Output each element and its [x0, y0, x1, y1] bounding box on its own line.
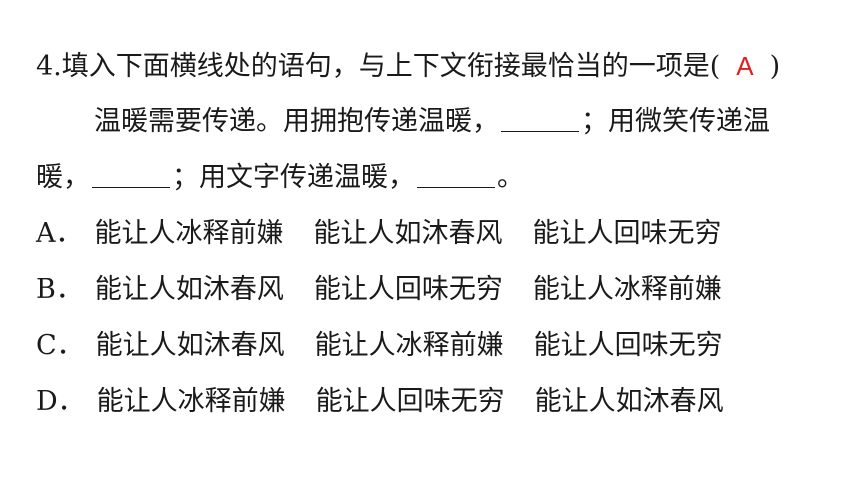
- passage-text: 温暖需要传递。用拥抱传递温暖，: [94, 106, 499, 137]
- question-stem: 4.填入下面横线处的语句，与上下文衔接最恰当的一项是( A): [36, 48, 780, 85]
- passage-text: ；用文字传递温暖，: [172, 162, 415, 193]
- option-letter: D．: [36, 386, 85, 417]
- option-choice: 能让人如沐春风: [313, 218, 503, 249]
- option-choice: 能让人如沐春风: [95, 330, 285, 361]
- option-letter: C．: [36, 330, 84, 361]
- close-paren: ): [769, 51, 781, 82]
- question-prompt: 4.填入下面横线处的语句，与上下文衔接最恰当的一项是(: [36, 51, 721, 82]
- option-letter: B．: [36, 274, 83, 305]
- option-choice: 能让人如沐春风: [534, 386, 724, 417]
- blank-line: [501, 107, 579, 132]
- passage-text: 。: [497, 162, 524, 193]
- passage-line-1: 温暖需要传递。用拥抱传递温暖， ；用微笑传递温: [94, 104, 770, 140]
- option-choice: 能让人回味无穷: [315, 386, 505, 417]
- option-choice: 能让人冰释前嫌: [532, 274, 722, 305]
- option-a: A． 能让人冰释前嫌能让人如沐春风能让人回味无穷: [36, 216, 722, 252]
- option-b: B． 能让人如沐春风能让人回味无穷能让人冰释前嫌: [36, 272, 722, 308]
- blank-line: [92, 163, 170, 188]
- option-choice: 能让人回味无穷: [532, 218, 722, 249]
- passage-text: 暖，: [36, 162, 90, 193]
- blank-line: [417, 163, 495, 188]
- option-choice: 能让人冰释前嫌: [96, 386, 286, 417]
- answer-mark: A: [736, 51, 754, 81]
- option-d: D． 能让人冰释前嫌能让人回味无穷能让人如沐春风: [36, 384, 724, 420]
- option-choice: 能让人回味无穷: [533, 330, 723, 361]
- option-choice: 能让人冰释前嫌: [94, 218, 284, 249]
- passage-line-2: 暖， ；用文字传递温暖， 。: [36, 160, 524, 196]
- option-choice: 能让人回味无穷: [313, 274, 503, 305]
- passage-text: ；用微笑传递温: [581, 106, 770, 137]
- option-choice: 能让人如沐春风: [94, 274, 284, 305]
- option-choice: 能让人冰释前嫌: [314, 330, 504, 361]
- option-c: C． 能让人如沐春风能让人冰释前嫌能让人回味无穷: [36, 328, 723, 364]
- option-letter: A．: [36, 218, 83, 249]
